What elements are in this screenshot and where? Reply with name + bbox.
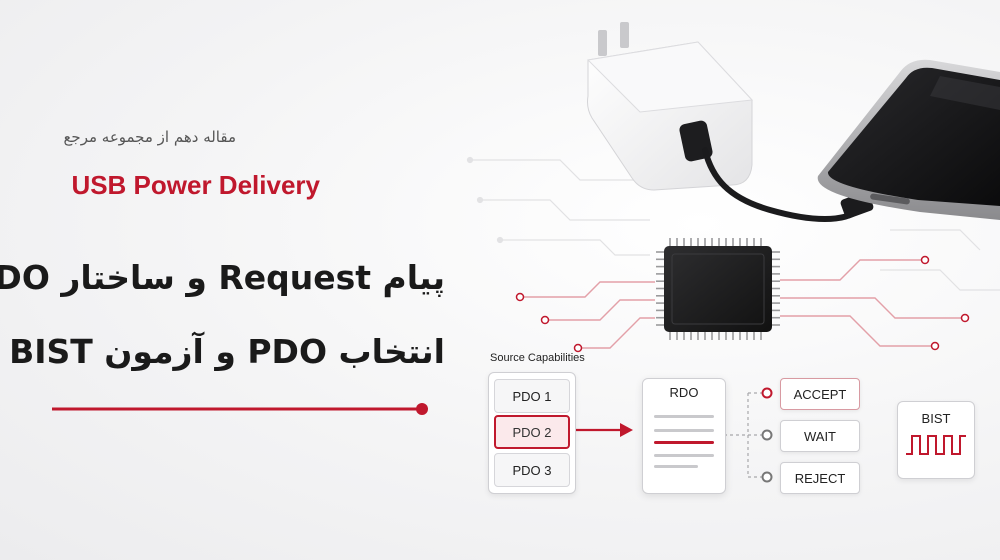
rdo-label: RDO	[669, 385, 699, 400]
rdo-card: RDO	[642, 378, 726, 494]
cable	[702, 147, 861, 222]
rdo-line	[654, 415, 714, 418]
rdo-line-highlight	[654, 441, 714, 444]
accept-box: ACCEPT	[780, 378, 860, 410]
pdo-item-1: PDO 1	[494, 379, 570, 413]
rdo-to-response-connector	[724, 392, 762, 478]
trace-nodes	[515, 255, 970, 353]
reject-node	[761, 471, 773, 483]
accept-node	[761, 387, 773, 399]
page-title-line-1: پیام Request و ساختار RDO	[0, 258, 445, 297]
square-wave-icon	[906, 435, 966, 455]
series-title: USB Power Delivery	[71, 170, 320, 200]
rdo-line	[654, 465, 698, 468]
red-traces	[520, 259, 965, 349]
pdo-list: PDO 1 PDO 2 PDO 3	[488, 372, 576, 494]
page-title-line-2: انتخاب PDO و آزمون BIST	[9, 332, 445, 371]
pdo-item-2-selected: PDO 2	[494, 415, 570, 449]
rdo-line	[654, 454, 714, 457]
pdo-item-3: PDO 3	[494, 453, 570, 487]
background-traces	[466, 156, 1000, 291]
wait-node	[761, 429, 773, 441]
article-subtitle: مقاله دهم از مجموعه مرجع	[63, 128, 236, 146]
chip	[656, 238, 780, 340]
accent-line-dot	[416, 403, 428, 415]
arrow-head	[620, 423, 633, 437]
bist-label: BIST	[921, 411, 951, 426]
source-capabilities-label: Source Capabilities	[490, 352, 585, 364]
chip-body	[664, 246, 772, 332]
bist-card: BIST	[897, 401, 975, 479]
reject-box: REJECT	[780, 462, 860, 494]
charger	[586, 22, 754, 191]
phone	[817, 59, 1000, 220]
wait-box: WAIT	[780, 420, 860, 452]
rdo-line	[654, 429, 714, 432]
